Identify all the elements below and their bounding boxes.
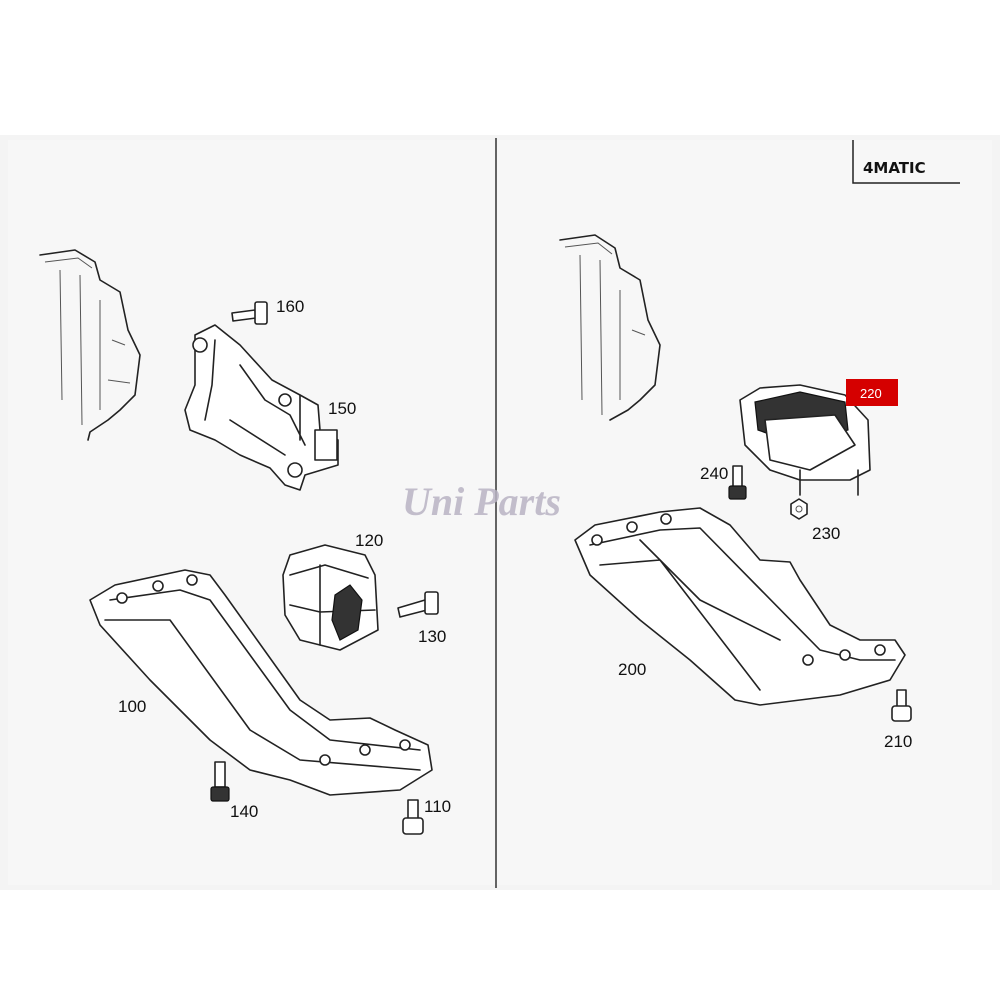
nut-230 [790, 498, 808, 520]
bolt-160 [231, 301, 268, 325]
transmission-housing-right [559, 234, 661, 421]
callout-130: 130 [418, 627, 446, 646]
diagram-background-inner [8, 140, 992, 885]
crossmember-200 [574, 507, 906, 706]
callout-150: 150 [328, 399, 356, 418]
logo-text: 4MATIC [863, 159, 926, 177]
mount-220 [739, 384, 871, 496]
mount-120 [282, 544, 379, 651]
bolt-240 [728, 465, 747, 500]
callout-110: 110 [424, 797, 451, 816]
crossmember-100 [89, 569, 433, 796]
bracket-150 [184, 324, 339, 491]
callout-140: 140 [230, 802, 258, 821]
bolt-140 [210, 761, 230, 802]
crossmember-100-holes [116, 574, 411, 766]
bolt-130 [397, 591, 439, 618]
callout-240: 240 [700, 464, 728, 483]
callout-220-badge[interactable]: 220 [846, 379, 898, 406]
callout-220: 220 [860, 386, 882, 401]
badge-220-bg [846, 379, 898, 406]
4matic-logo: 4MATIC [852, 140, 960, 184]
crossmember-200-holes [591, 513, 886, 666]
callout-200: 200 [618, 660, 646, 679]
bolt-210 [891, 689, 912, 722]
callout-210: 210 [884, 732, 912, 751]
callout-230: 230 [812, 524, 840, 543]
watermark: Uni Parts [402, 479, 561, 524]
transmission-housing-left [39, 249, 141, 441]
bolt-110 [402, 799, 424, 835]
callout-160: 160 [276, 297, 304, 316]
callout-100: 100 [118, 697, 146, 716]
callout-120: 120 [355, 531, 383, 550]
